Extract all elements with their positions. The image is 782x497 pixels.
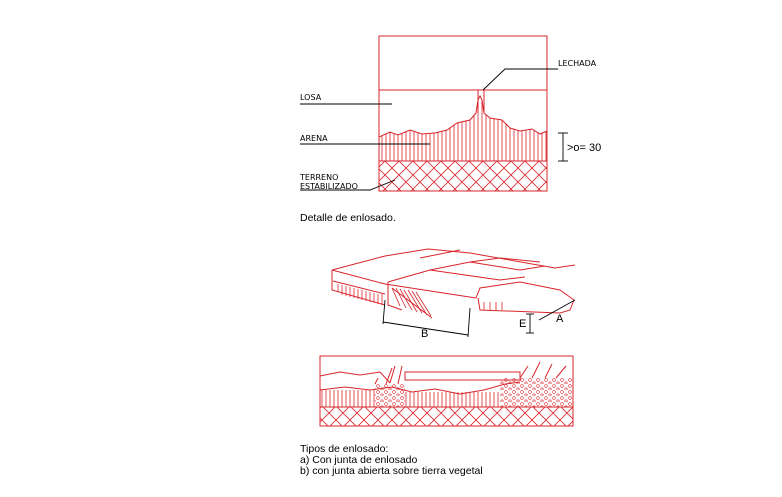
terreno-hatch <box>379 161 547 191</box>
dim-a <box>538 299 576 321</box>
label-terreno: TERRENO <box>299 173 338 182</box>
label-dim-b: B <box>421 328 428 340</box>
caption-detalle: Detalle de enlosado. <box>300 212 396 224</box>
caption-tipos-a: a) Con junta de enlosado <box>300 454 417 466</box>
dim-b <box>382 321 469 336</box>
label-estabilizado: ESTABILIZADO <box>300 182 358 191</box>
section-detail <box>378 35 548 192</box>
label-losa: LOSA <box>300 93 322 102</box>
label-arena: ARENA <box>300 134 328 143</box>
label-dim-e: E <box>519 318 526 330</box>
arena-hatch <box>379 96 547 161</box>
label-dim-value: >o= 30 <box>567 142 601 154</box>
leader-lechada <box>482 68 558 91</box>
caption-tipos-b: b) con junta abierta sobre tierra vegeta… <box>300 465 483 477</box>
arena-top-line <box>378 94 548 138</box>
leader-terreno <box>300 179 396 191</box>
caption-tipos-title: Tipos de enlosado: <box>300 443 388 455</box>
label-dim-a: A <box>556 313 564 325</box>
isometric-detail <box>331 248 576 338</box>
label-lechada: LECHADA <box>558 59 597 68</box>
leader-lines <box>300 68 568 191</box>
types-detail <box>319 355 574 427</box>
